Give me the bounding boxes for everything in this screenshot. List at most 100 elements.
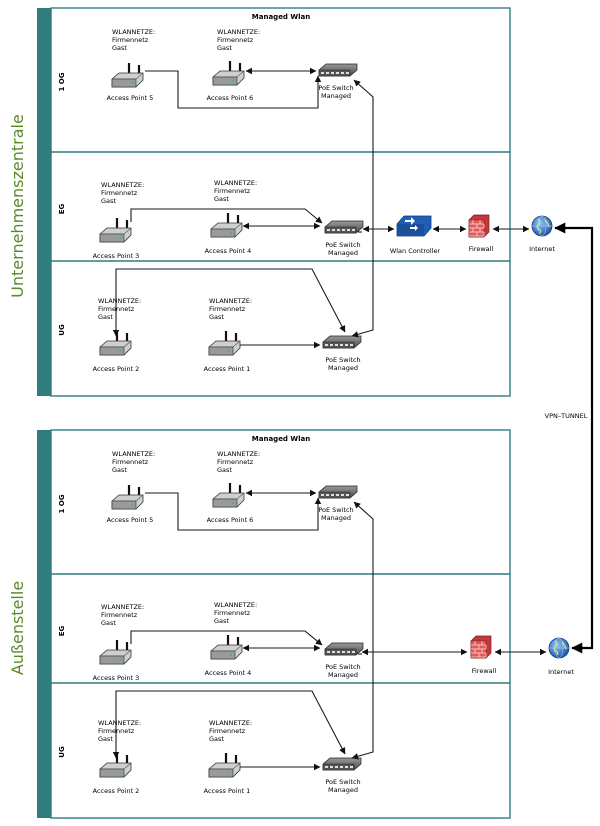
switch-label: Managed [321, 514, 351, 522]
connection-line [130, 208, 323, 224]
ssid-label: Firmennetz [101, 611, 138, 619]
router-icon [99, 640, 132, 665]
switch-label: PoE Switch [325, 778, 360, 786]
router-icon [111, 63, 144, 88]
switch-icon [324, 642, 364, 656]
ap-label: Access Point 1 [204, 365, 251, 373]
ssid-label: Gast [101, 619, 116, 627]
connection-line [145, 492, 322, 531]
router-icon [212, 61, 245, 86]
switch-label: Managed [328, 671, 358, 679]
ssid-label: WLANNETZE: [214, 601, 257, 609]
router-icon [99, 753, 132, 778]
connection-line [130, 630, 323, 646]
router-icon [212, 483, 245, 508]
firewall-label: Firewall [472, 667, 497, 675]
switch-label: PoE Switch [318, 506, 353, 514]
ssid-label: Firmennetz [112, 458, 149, 466]
ap-label: Access Point 4 [205, 247, 252, 255]
site-frame [50, 429, 511, 819]
site-title: Managed Wlan [252, 435, 310, 443]
site-name: Außenstelle [8, 581, 27, 675]
controller-label: Wlan Controller [390, 247, 441, 255]
connection-line [351, 501, 374, 760]
ssid-label: Gast [214, 617, 229, 625]
ap-label: Access Point 5 [107, 516, 154, 524]
ssid-label: Firmennetz [209, 727, 246, 735]
router-icon [99, 331, 132, 356]
ap-label: Access Point 6 [207, 516, 254, 524]
connection-line [145, 70, 322, 109]
globe-icon [531, 215, 553, 237]
site-band [37, 8, 51, 396]
ap-label: Access Point 2 [93, 787, 140, 795]
switch-icon [324, 220, 364, 234]
ssid-label: Firmennetz [214, 187, 251, 195]
router-icon [99, 218, 132, 243]
floor-label: EG [58, 625, 66, 636]
switch-icon [322, 757, 362, 771]
ap-label: Access Point 2 [93, 365, 140, 373]
switch-label: Managed [328, 364, 358, 372]
ssid-label: Firmennetz [209, 305, 246, 313]
ssid-label: WLANNETZE: [112, 28, 155, 36]
ssid-label: WLANNETZE: [98, 297, 141, 305]
ssid-label: WLANNETZE: [209, 297, 252, 305]
floor-label: EG [58, 203, 66, 214]
connection-line [112, 690, 346, 759]
ssid-label: Gast [217, 44, 232, 52]
switch-icon [318, 63, 358, 77]
switch-label: Managed [328, 786, 358, 794]
internet-label: Internet [548, 668, 574, 676]
switch-label: PoE Switch [325, 356, 360, 364]
ssid-label: Gast [112, 44, 127, 52]
site-title: Managed Wlan [252, 13, 310, 21]
ssid-label: WLANNETZE: [217, 450, 260, 458]
firewall-icon [470, 635, 492, 659]
firewall-icon [468, 214, 490, 238]
ssid-label: Firmennetz [112, 36, 149, 44]
ssid-label: WLANNETZE: [214, 179, 257, 187]
ssid-label: Gast [112, 466, 127, 474]
ssid-label: Firmennetz [217, 458, 254, 466]
ssid-label: Firmennetz [214, 609, 251, 617]
ap-label: Access Point 3 [93, 252, 140, 260]
router-icon [210, 213, 243, 238]
site-band [37, 430, 51, 818]
ap-label: Access Point 4 [205, 669, 252, 677]
floor-label: 1 OG [58, 494, 66, 513]
floor-label: 1 OG [58, 72, 66, 91]
ssid-label: Gast [101, 197, 116, 205]
ssid-label: WLANNETZE: [209, 719, 252, 727]
switch-label: PoE Switch [325, 241, 360, 249]
site-frame [50, 7, 511, 397]
ssid-label: Firmennetz [101, 189, 138, 197]
site-name: Unternehmenszentrale [8, 114, 27, 298]
floor-label: UG [58, 324, 66, 336]
ap-label: Access Point 6 [207, 94, 254, 102]
ssid-label: Gast [217, 466, 232, 474]
vpn-label: VPN–TUNNEL [545, 412, 588, 420]
ap-label: Access Point 3 [93, 674, 140, 682]
ssid-label: Gast [98, 313, 113, 321]
router-icon [210, 635, 243, 660]
switch-label: PoE Switch [325, 663, 360, 671]
internet-label: Internet [529, 245, 555, 253]
switch-label: Managed [328, 249, 358, 257]
firewall-label: Firewall [469, 245, 494, 253]
router-icon [111, 485, 144, 510]
controller-icon [396, 215, 432, 237]
ap-label: Access Point 1 [204, 787, 251, 795]
ssid-label: WLANNETZE: [112, 450, 155, 458]
switch-icon [318, 485, 358, 499]
ssid-label: WLANNETZE: [101, 181, 144, 189]
ssid-label: Gast [209, 313, 224, 321]
ssid-label: WLANNETZE: [101, 603, 144, 611]
switch-icon [322, 335, 362, 349]
connection-line [351, 79, 374, 338]
ssid-label: Gast [98, 735, 113, 743]
vpn-tunnel: VPN–TUNNEL [545, 222, 594, 654]
vpn-tunnel-line [554, 222, 594, 654]
ssid-label: Gast [209, 735, 224, 743]
